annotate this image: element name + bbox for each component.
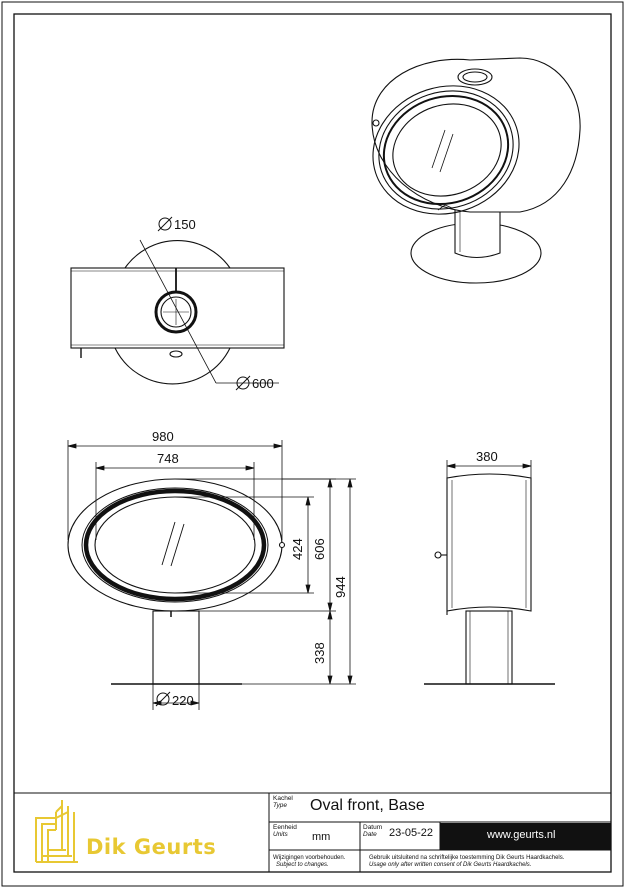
units-label-en: Units: [273, 831, 288, 838]
dim-label-600: 600: [252, 376, 274, 391]
type-label: Kachel: [273, 795, 293, 802]
dim-label-748: 748: [157, 451, 179, 466]
usage-nl: Gebruik uitsluitend na schriftelijke toe…: [369, 855, 565, 861]
front-dimensions: [67, 440, 356, 710]
isometric-view: [371, 57, 581, 284]
disclaimer-nl: Wijzigingen voorbehouden.: [273, 855, 346, 861]
disclaimer-en: Subject to changes.: [276, 862, 329, 868]
date-label-en: Date: [363, 831, 377, 838]
dim-label-380: 380: [476, 449, 498, 464]
dim-top-base-diameter: 600: [235, 375, 274, 391]
dim-label-980: 980: [152, 429, 174, 444]
dim-label-944: 944: [333, 576, 348, 598]
date-label: Datum: [363, 824, 383, 831]
brand-name: Dik Geurts: [86, 835, 217, 859]
dim-label-606: 606: [312, 538, 327, 560]
brand-logo: [35, 800, 78, 863]
front-view: [67, 478, 286, 685]
side-view: [424, 473, 555, 685]
dim-label-338: 338: [312, 642, 327, 664]
website-link[interactable]: www.geurts.nl: [487, 829, 556, 841]
inner-frame: [13, 13, 612, 873]
date-value: 23-05-22: [389, 827, 434, 839]
dim-top-pipe-diameter: 150: [157, 216, 196, 232]
units-value: mm: [312, 831, 331, 843]
top-view: [70, 239, 285, 385]
usage-en: Usage only after written consent of Dik …: [369, 862, 532, 868]
units-label: Eenheid: [273, 824, 297, 831]
dim-label-424: 424: [290, 538, 305, 560]
website-bar: [440, 823, 611, 850]
dim-label-220: 220: [172, 693, 194, 708]
dim-label-150: 150: [174, 217, 196, 232]
type-label-en: Type: [273, 802, 287, 809]
type-value: Oval front, Base: [310, 797, 425, 814]
dim-stand-diameter: 220: [155, 691, 194, 708]
side-dimensions: [446, 460, 532, 478]
